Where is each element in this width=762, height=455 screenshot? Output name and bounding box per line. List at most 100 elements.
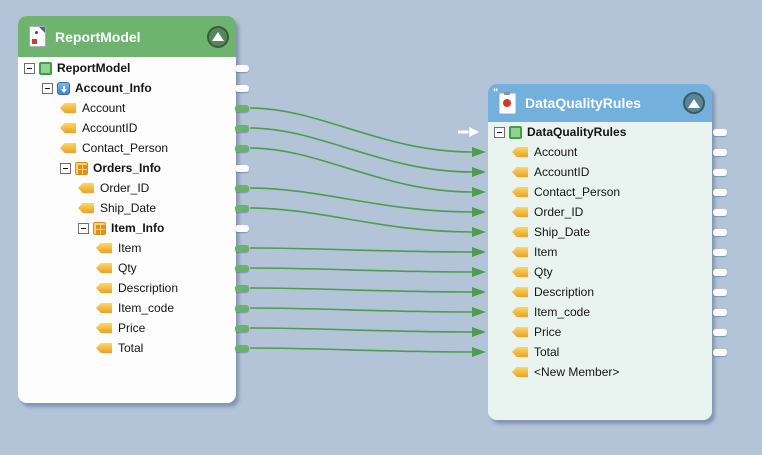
output-connector-total[interactable]	[235, 344, 249, 352]
rules-clipboard-icon	[499, 91, 516, 114]
input-arrowhead-description[interactable]	[472, 287, 486, 297]
input-arrowhead-ship_date[interactable]	[472, 227, 486, 237]
output-connector-item[interactable]	[713, 248, 727, 256]
component-header[interactable]: DataQualityRules	[488, 84, 712, 122]
member-tag-icon	[512, 347, 528, 357]
input-arrowhead-order_id[interactable]	[472, 207, 486, 217]
tree-item-accountid[interactable]: AccountID	[18, 118, 236, 138]
output-connector-account_info[interactable]	[235, 84, 249, 92]
expander-minus-icon[interactable]	[42, 82, 53, 94]
output-connector-item_code[interactable]	[235, 304, 249, 312]
tree-item-total[interactable]: Total	[18, 338, 236, 358]
tree-item-reportmodel[interactable]: ReportModel	[18, 58, 236, 78]
tree-item-account[interactable]: Account	[18, 98, 236, 118]
member-tag-icon	[60, 143, 76, 153]
tree-item-account[interactable]: Account	[488, 142, 712, 162]
table-orange-icon	[93, 221, 106, 235]
output-connector-accountid[interactable]	[235, 124, 249, 132]
output-connector-price[interactable]	[713, 328, 727, 336]
tree-item-order-id[interactable]: Order_ID	[488, 202, 712, 222]
output-connector-account[interactable]	[235, 104, 249, 112]
input-arrowhead-total[interactable]	[472, 347, 486, 357]
output-connector-price[interactable]	[235, 324, 249, 332]
tree-item-price[interactable]: Price	[18, 318, 236, 338]
output-connector-contact_person[interactable]	[235, 144, 249, 152]
tree-item-ship-date[interactable]: Ship_Date	[18, 198, 236, 218]
tree-item-item[interactable]: Item	[18, 238, 236, 258]
expander-minus-icon[interactable]	[494, 126, 505, 138]
tree-item-label: Total	[118, 341, 144, 355]
input-arrowhead-item_code[interactable]	[472, 307, 486, 317]
member-tag-icon	[78, 183, 94, 193]
member-tag-icon	[512, 287, 528, 297]
tree-item-description[interactable]: Description	[488, 282, 712, 302]
input-arrowhead-price[interactable]	[472, 327, 486, 337]
output-connector-accountid[interactable]	[713, 168, 727, 176]
input-arrowhead-accountid[interactable]	[472, 167, 486, 177]
collapse-button[interactable]	[207, 25, 229, 48]
input-arrowhead-account[interactable]	[472, 147, 486, 157]
output-connector-contact-person[interactable]	[713, 188, 727, 196]
output-connector-description[interactable]	[713, 288, 727, 296]
tree-item-account-info[interactable]: Account_Info	[18, 78, 236, 98]
output-connector-item_info[interactable]	[235, 224, 249, 232]
output-connector-order_id[interactable]	[235, 184, 249, 192]
tree-item-dataqualityrules[interactable]: DataQualityRules	[488, 122, 712, 142]
tree-item-accountid[interactable]: AccountID	[488, 162, 712, 182]
mapping-connection-item_code[interactable]	[249, 307, 473, 313]
expander-minus-icon[interactable]	[60, 162, 71, 174]
tree-item-qty[interactable]: Qty	[18, 258, 236, 278]
tree-item-ship-date[interactable]: Ship_Date	[488, 222, 712, 242]
component-title: DataQualityRules	[525, 95, 641, 111]
tree-item-item[interactable]: Item	[488, 242, 712, 262]
mapping-connection-qty[interactable]	[249, 267, 473, 273]
collapse-button[interactable]	[683, 92, 705, 114]
mapping-connection-contact_person[interactable]	[249, 147, 473, 193]
output-connector-item[interactable]	[235, 244, 249, 252]
input-arrowhead-item[interactable]	[472, 247, 486, 257]
tree-item-item-info[interactable]: Item_Info	[18, 218, 236, 238]
mapping-connection-order_id[interactable]	[249, 187, 473, 213]
tree-item-contact-person[interactable]: Contact_Person	[488, 182, 712, 202]
mapping-connection-total[interactable]	[249, 347, 473, 353]
output-connector-reportmodel[interactable]	[235, 64, 249, 72]
tree-item-item-code[interactable]: Item_code	[18, 298, 236, 318]
input-arrowhead-contact_person[interactable]	[472, 187, 486, 197]
mapping-connection-description[interactable]	[249, 287, 473, 293]
table-orange-icon	[75, 161, 88, 175]
output-connector-qty[interactable]	[713, 268, 727, 276]
tree-item-item-code[interactable]: Item_code	[488, 302, 712, 322]
unconnected-input-arrow[interactable]	[468, 126, 481, 138]
output-connector-item-code[interactable]	[713, 308, 727, 316]
output-connector-ship-date[interactable]	[713, 228, 727, 236]
mapping-connection-account[interactable]	[249, 107, 473, 153]
tree-item-description[interactable]: Description	[18, 278, 236, 298]
expander-minus-icon[interactable]	[78, 222, 89, 234]
output-connector-orders_info[interactable]	[235, 164, 249, 172]
component-header[interactable]: ReportModel	[18, 16, 236, 57]
triangle-up-icon	[688, 98, 700, 108]
expander-minus-icon[interactable]	[24, 62, 35, 74]
output-connector-total[interactable]	[713, 348, 727, 356]
tree-item-total[interactable]: Total	[488, 342, 712, 362]
output-connector-qty[interactable]	[235, 264, 249, 272]
member-tag-icon	[60, 103, 76, 113]
tree-item-order-id[interactable]: Order_ID	[18, 178, 236, 198]
input-arrowhead-qty[interactable]	[472, 267, 486, 277]
output-connector-order-id[interactable]	[713, 208, 727, 216]
output-connector-description[interactable]	[235, 284, 249, 292]
output-connector-account[interactable]	[713, 148, 727, 156]
tree-item-contact-person[interactable]: Contact_Person	[18, 138, 236, 158]
tree-item-qty[interactable]: Qty	[488, 262, 712, 282]
mapping-connection-price[interactable]	[249, 327, 473, 333]
tree-item-orders-info[interactable]: Orders_Info	[18, 158, 236, 178]
tree-item-price[interactable]: Price	[488, 322, 712, 342]
output-connector-dataqualityrules[interactable]	[713, 128, 727, 136]
tree-item--new-member-[interactable]: <New Member>	[488, 362, 712, 382]
mapping-connection-accountid[interactable]	[249, 127, 473, 173]
mapping-connection-item[interactable]	[249, 247, 473, 253]
mapping-connection-ship_date[interactable]	[249, 207, 473, 233]
output-connector-ship_date[interactable]	[235, 204, 249, 212]
